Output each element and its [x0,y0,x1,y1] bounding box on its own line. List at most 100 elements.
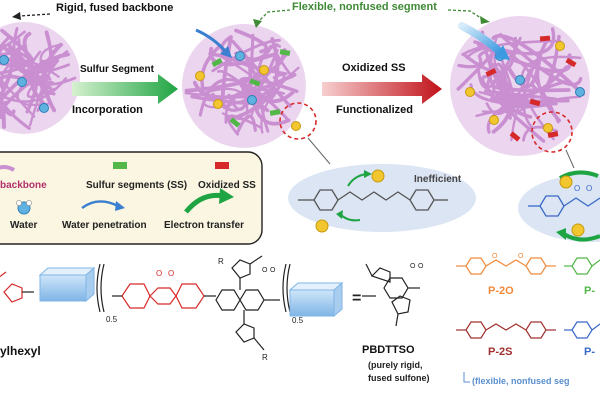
water-penetration-arrow-1 [195,28,228,53]
polymer-strand [208,52,257,81]
oxidized-segment [509,131,521,142]
legend-oxidized-label: Oxidized SS [198,180,256,191]
polymer-strand [0,103,6,129]
flexible-segment-label: Flexible, nonfused segment [292,1,437,13]
polymer-strand [234,28,269,54]
backbone-box-left-front [39,274,87,302]
polymer-strand [0,62,44,113]
oxidized-segment [529,98,541,107]
polymer-strand [0,96,31,130]
sulfur-atom [465,87,475,97]
pbdttso-label: PBDTTSO [362,344,415,356]
p2o-structure: O O [456,253,556,275]
sulfur-atom [195,71,205,81]
polymer-strand [200,43,222,89]
inefficient-highlight-circle [279,102,317,140]
left-polymer-subscript: 0.5 [106,315,118,324]
sulfur-atom-bottom [315,219,329,233]
polymer-strand [0,77,68,103]
electron-arrow-up-head [364,170,372,178]
oxidized-segment-molecule: O O [528,184,600,217]
pbdttso-o-2: O [418,263,424,270]
legend-water-penetration-label: Water penetration [62,220,147,231]
legend-backbone-swatch [0,165,16,172]
sulfur-atom-oxidized-bottom [571,223,585,237]
right-polymer-subscript: 0.5 [292,316,304,325]
polymer-strand [485,68,532,116]
oxidized-segment [485,68,497,77]
polymer-strand [28,59,60,127]
electron-arrow-green-2 [562,232,600,242]
backbone-box-right-top [288,282,344,291]
zoom-connector-1 [307,137,331,165]
sulfur-atom-oxidized-top [559,175,573,189]
backbone-box-left-side [85,266,95,303]
legend-sulfur-segments-label: Sulfur segments (SS) [86,180,188,191]
sulfone-oxygen-2: O [168,269,174,278]
equals-sign: = [352,290,362,307]
p-green-label: P- [584,285,595,297]
polymer-strand [510,96,536,142]
p-green-structure [564,257,600,275]
polymer-strand [491,33,585,97]
polymer-strand [231,39,292,108]
water-molecule [17,77,27,87]
polymer-strand [39,43,64,81]
flexible-pointer-head-left [253,19,262,28]
electron-arrow-down-head [336,210,343,219]
polymer-strand [495,57,515,101]
legend-water-label: Water [10,220,38,231]
water-molecule [235,51,245,61]
sulfur-segment [249,78,261,87]
nonfused-segment-molecule [298,189,448,211]
flexible-bracket [463,372,470,383]
legend-electron-transfer-head [219,188,234,204]
legend-water-icon-h2 [26,200,32,206]
rigid-backbone-label: Rigid, fused backbone [56,2,174,14]
polymer-strand [26,78,45,86]
flexible-pointer-arrow-right [447,9,485,21]
polymer-strand [0,59,60,86]
polymer-strand [490,78,571,93]
sulfur-atom-top [371,169,385,183]
inefficient-label: Inefficient [414,174,462,185]
incorporation-label: Incorporation [72,104,143,116]
bdt-r-label-bottom: R [262,353,268,362]
polymer-strand [0,43,28,57]
polymer-ball-sulfur [182,24,306,148]
p-blue-label: P- [584,346,595,358]
sulfone-oxygen-1: O [156,269,162,278]
svg-text:O: O [492,253,498,260]
pbdttso-structure [362,263,420,327]
water-penetration-arrow-2 [458,22,504,56]
polymer-strand [498,33,583,87]
water-penetration-head-2 [494,45,510,60]
pbdttso-note-line1: (purely rigid, [368,360,423,370]
legend-water-penetration-arrow [81,200,119,209]
legend-backbone-label: backbone [0,180,47,191]
bdt-thiophene-structure [215,255,291,351]
svg-text:O: O [574,184,580,193]
rigid-pointer-head [12,12,21,20]
rigid-pointer-arrow [19,13,51,17]
legend-water-penetration-head [115,201,125,211]
flexible-pointer-head-right [480,16,490,24]
backbone-box-right-side [333,281,343,318]
sulfur-segment [269,109,281,116]
polymer-ball-rigid [0,22,80,134]
svg-text:O: O [518,253,524,260]
sulfur-segment [229,117,241,128]
legend-electron-transfer-label: Electron transfer [164,220,245,231]
sulfur-incorporation-arrow [72,74,178,104]
backbone-box-left-top [38,267,96,276]
p-blue-structure [564,321,600,339]
water-molecule [0,55,9,65]
polymer-strand [192,72,297,100]
polymer-strand [0,30,26,51]
flexible-pointer-arrow-left [257,9,291,23]
water-molecule [515,75,525,85]
oxidized-segment [547,131,559,138]
pbdttso-note-line2: fused sulfone) [368,373,430,383]
water-molecule [39,103,49,113]
